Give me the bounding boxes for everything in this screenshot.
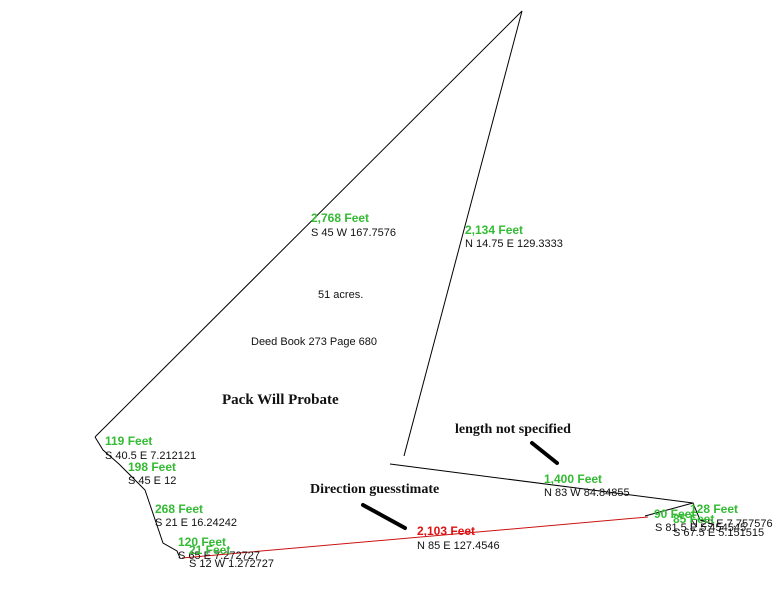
- west-boundary-lines: [94, 436, 181, 559]
- call-bearing: S 67.5 E 5.151515: [673, 527, 765, 539]
- northeast-boundary-line: [403, 10, 523, 457]
- parcel-title: Pack Will Probate: [222, 392, 339, 408]
- call-length: 2,134 Feet: [465, 223, 524, 237]
- call-length: 268 Feet: [155, 502, 204, 516]
- call-bearing: S 81.5 E 5.454545: [655, 522, 747, 534]
- call-bearing: S 45 W 167.7576: [311, 227, 397, 239]
- call-bearing: S 65 E 7.272727: [178, 550, 260, 562]
- east-boundary-line: [389, 463, 694, 504]
- call-bearing: S 45 E 12: [128, 475, 177, 487]
- length-note-pointer: [530, 441, 559, 465]
- estimated-south-line: [181, 516, 649, 559]
- call-length: 198 Feet: [128, 460, 177, 474]
- call-length: 128 Feet: [690, 502, 739, 516]
- length-note: length not specified: [455, 422, 571, 437]
- southeast-boundary-lines: [644, 502, 713, 525]
- call-bearing: N 83 W 84.84855: [544, 487, 630, 499]
- call-length: 2,103 Feet: [417, 524, 476, 538]
- call-length: 119 Feet: [105, 434, 153, 448]
- call-bearing: S 12 W 1.272727: [189, 558, 275, 570]
- call-bearing: N 14.75 E 129.3333: [465, 238, 563, 250]
- direction-note: Direction guesstimate: [310, 482, 440, 497]
- call-bearing: N 29 E 7.757576: [690, 518, 773, 530]
- call-bearing: S 21 E 16.24242: [155, 517, 237, 529]
- call-length: 90 Feet: [654, 507, 696, 521]
- call-bearing: S 40.5 E 7.212121: [105, 450, 197, 462]
- deed-reference: Deed Book 273 Page 680: [251, 336, 377, 348]
- call-length: 120 Feet: [178, 535, 227, 549]
- direction-note-pointer: [361, 503, 407, 530]
- northwest-boundary-line: [94, 10, 523, 438]
- call-bearing: N 85 E 127.4546: [417, 540, 500, 552]
- call-length: 85 Feet: [673, 512, 715, 526]
- call-length: 1,400 Feet: [544, 472, 603, 486]
- call-length: 21 Feet: [189, 543, 231, 557]
- parcel-acreage: 51 acres.: [318, 289, 364, 301]
- call-length: 2,768 Feet: [311, 211, 370, 225]
